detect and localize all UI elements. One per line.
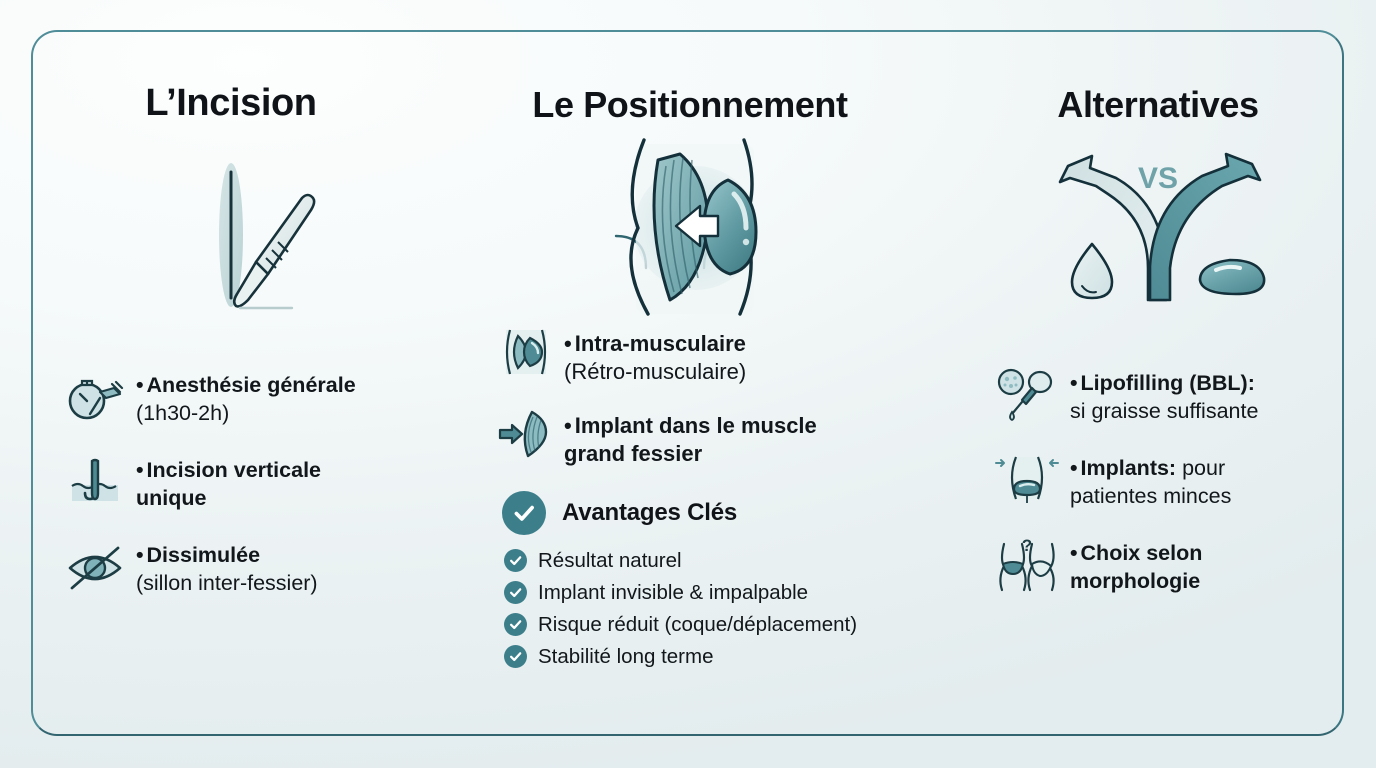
list-item-sub: si graisse suffisante <box>1070 398 1259 423</box>
bullet-glyph: • <box>136 373 144 397</box>
advantage-label: Stabilité long terme <box>538 644 714 668</box>
list-item-sub: unique <box>136 485 207 510</box>
list-item-sub: patientes minces <box>1070 483 1232 508</box>
list-item-sub: (Rétro-musculaire) <box>564 359 747 385</box>
vs-label: VS <box>1138 162 1178 195</box>
column-title-positionnement: Le Positionnement <box>532 84 848 125</box>
list-item-strong: Choix selon <box>1080 541 1203 566</box>
list-item-text: •Incision verticale unique <box>136 453 321 512</box>
list-item-strong: Implants: <box>1080 456 1177 481</box>
list-item: •Dissimulée (sillon inter-fessier) <box>64 538 424 597</box>
check-circle-icon <box>504 613 527 637</box>
list-item: Risque réduit (coque/déplacement) <box>504 613 928 637</box>
list-item-text: •Implants: pour patientes minces <box>1070 451 1231 510</box>
advantage-label: Résultat naturel <box>538 548 682 572</box>
list-item-sub: (sillon inter-fessier) <box>136 570 318 595</box>
check-circle-icon <box>504 645 527 669</box>
column-title-incision: L’Incision <box>145 82 317 124</box>
bullet-glyph: • <box>1070 371 1078 395</box>
check-circle-icon <box>502 490 546 535</box>
advantage-label: Implant invisible & impalpable <box>538 580 809 604</box>
arrow-into-muscle-icon <box>498 408 554 460</box>
list-item-strong: Implant dans le muscle <box>574 413 817 439</box>
advantages-title: Avantages Clés <box>562 498 738 526</box>
column-left-items: •Anesthésie générale (1h30-2h) •Incision… <box>64 368 424 623</box>
list-item: Implant invisible & impalpable <box>504 581 928 605</box>
check-circle-icon <box>504 549 527 573</box>
list-item-sub: (1h30-2h) <box>136 400 230 425</box>
advantages-header: Avantages Clés <box>502 490 928 535</box>
bullet-glyph: • <box>564 413 572 439</box>
list-item-strong: Intra-musculaire <box>574 331 746 356</box>
list-item: ? •Choix selon morphologie <box>994 536 1364 595</box>
column-right-items: •Lipofilling (BBL): si graisse suffisant… <box>994 366 1364 621</box>
hidden-eye-icon <box>64 538 126 596</box>
bullet-glyph: • <box>1070 456 1078 481</box>
list-item-text: •Intra-musculaire (Rétro-musculaire) <box>564 326 746 386</box>
list-item-strong: Anesthésie générale <box>146 373 356 397</box>
list-item: •Intra-musculaire (Rétro-musculaire) <box>498 326 928 386</box>
list-item: •Incision verticale unique <box>64 453 424 512</box>
skin-incision-icon <box>64 453 126 511</box>
fat-syringe-icon <box>994 366 1060 424</box>
list-item-inline-sub: pour <box>1176 456 1226 481</box>
list-item-sub: morphologie <box>1070 568 1201 593</box>
list-item-strong: Lipofilling (BBL): <box>1080 371 1255 395</box>
svg-text:?: ? <box>1022 536 1032 555</box>
scalpel-icon <box>219 163 316 310</box>
diverging-arrows-vs-icon: VS <box>1058 152 1266 302</box>
list-item: Stabilité long terme <box>504 645 928 669</box>
bullet-glyph: • <box>136 543 144 568</box>
list-item-sub: grand fessier <box>564 441 703 467</box>
bullet-glyph: • <box>136 458 144 483</box>
list-item: •Anesthésie générale (1h30-2h) <box>64 368 424 427</box>
buttock-muscle-implant-icon <box>629 138 758 316</box>
column-title-alternatives: Alternatives <box>1057 84 1259 125</box>
check-circle-icon <box>504 581 527 605</box>
bullet-glyph: • <box>564 331 572 356</box>
list-item-text: •Lipofilling (BBL): si graisse suffisant… <box>1070 366 1258 425</box>
list-item-text: •Choix selon morphologie <box>1070 536 1202 595</box>
stopwatch-syringe-icon <box>64 368 126 426</box>
bullet-glyph: • <box>1070 541 1078 566</box>
list-item: •Implant dans le muscle grand fessier <box>498 408 928 468</box>
list-item: •Implants: pour patientes minces <box>994 451 1364 510</box>
list-item-text: •Dissimulée (sillon inter-fessier) <box>136 538 318 597</box>
list-item: •Lipofilling (BBL): si graisse suffisant… <box>994 366 1364 425</box>
list-item-text: •Implant dans le muscle grand fessier <box>564 408 817 468</box>
column-middle-items: •Intra-musculaire (Rétro-musculaire) •Im… <box>498 326 928 677</box>
list-item-strong: Dissimulée <box>146 543 261 568</box>
list-item-text: •Anesthésie générale (1h30-2h) <box>136 368 356 427</box>
two-body-shapes-question-icon: ? <box>994 536 1060 594</box>
muscle-cross-section-icon <box>498 326 554 378</box>
advantages-list: Résultat naturel Implant invisible & imp… <box>504 549 928 669</box>
list-item: Résultat naturel <box>504 549 928 573</box>
list-item-strong: Incision verticale <box>146 458 321 483</box>
advantage-label: Risque réduit (coque/déplacement) <box>538 612 858 636</box>
implant-body-icon <box>994 451 1060 509</box>
